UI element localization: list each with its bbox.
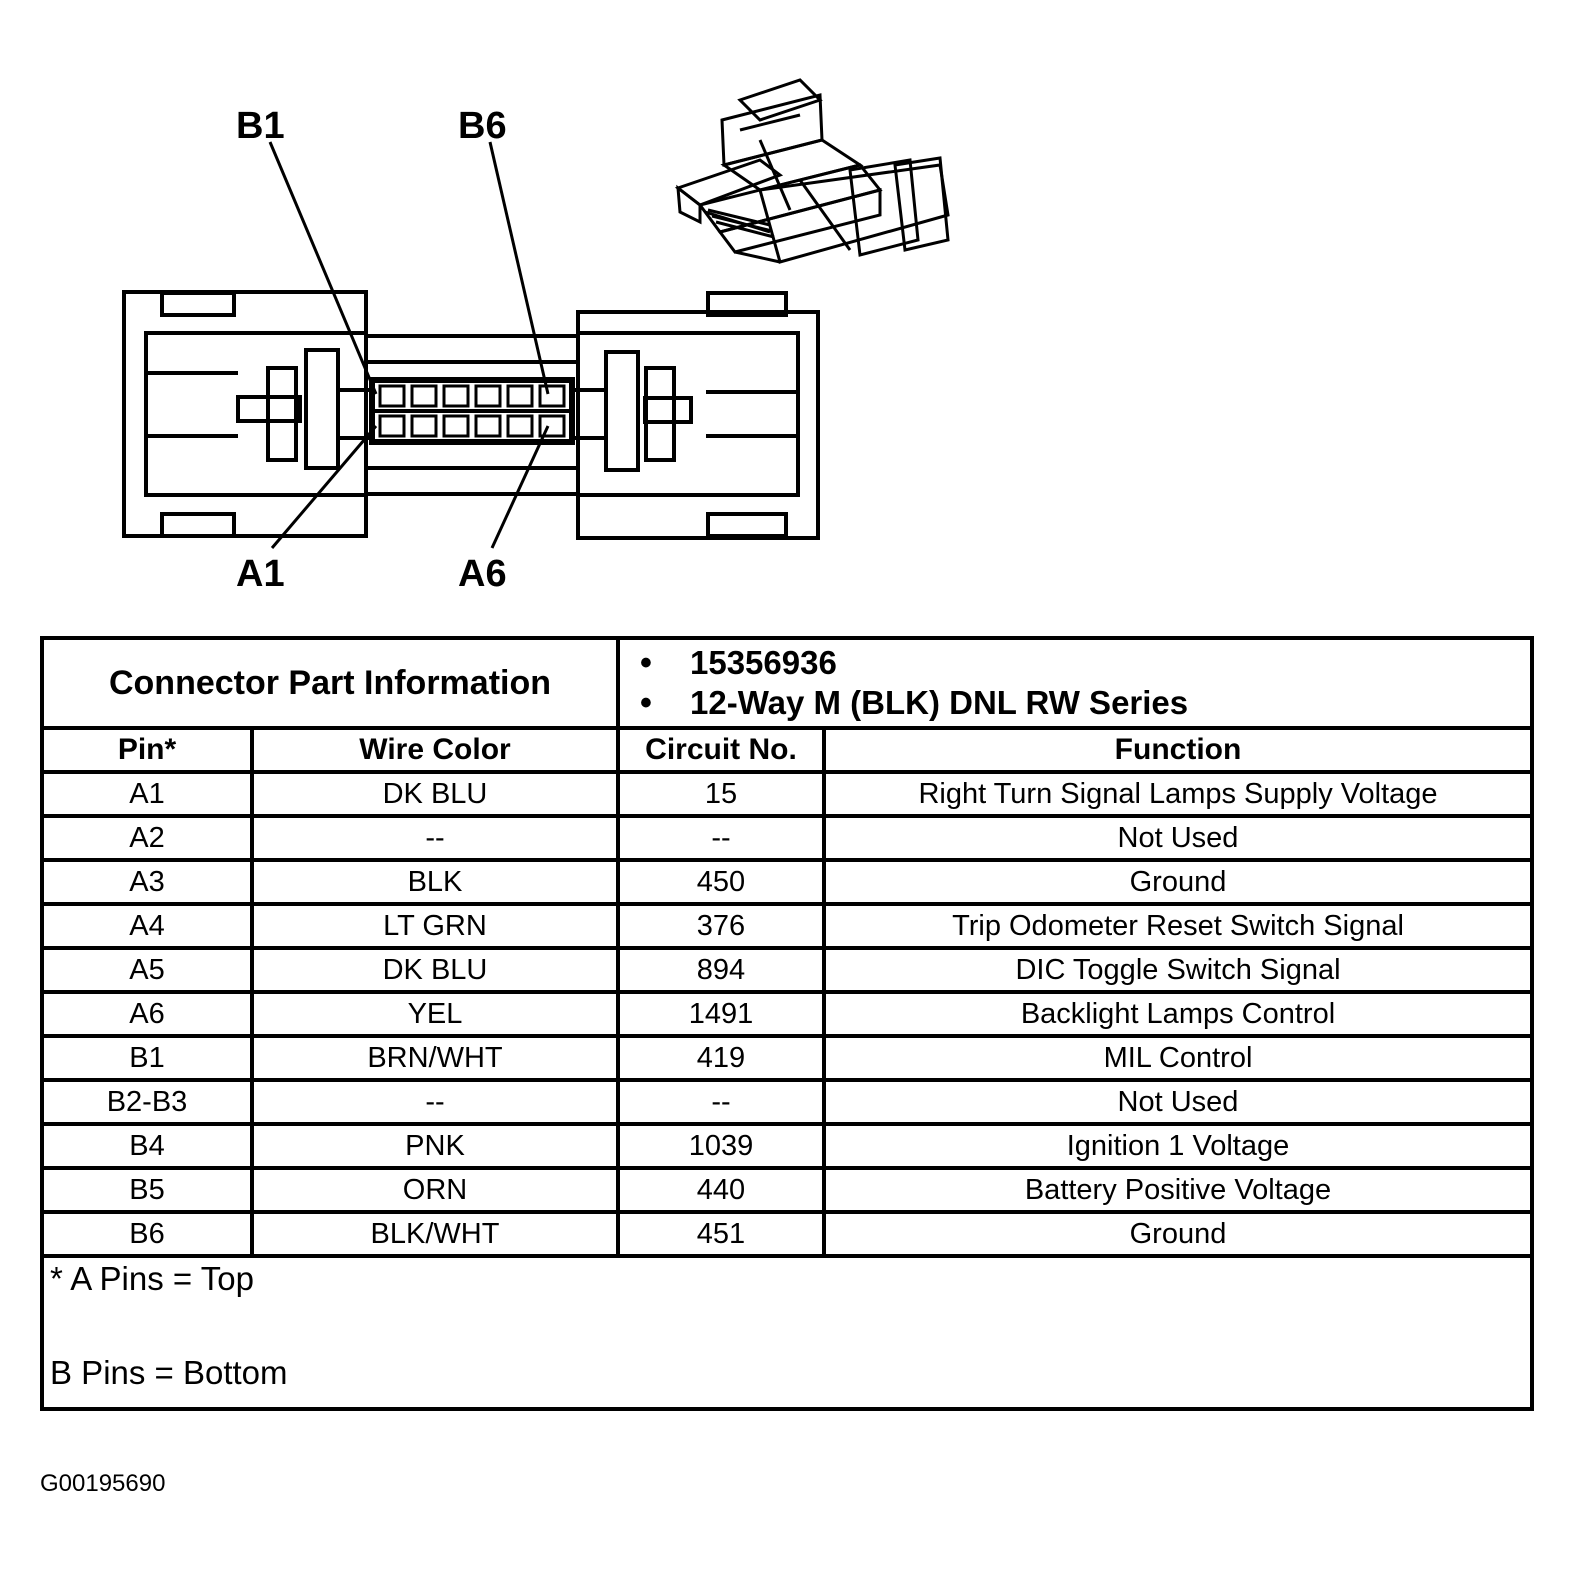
connector-left-housing [122, 290, 368, 538]
pin-cell: B6 [40, 1210, 254, 1258]
wire-color-cell: -- [250, 1078, 620, 1126]
leader-lines [268, 141, 550, 549]
connector-isometric-view [674, 78, 950, 264]
circuit-no-cell: 376 [616, 902, 826, 950]
function-cell: Backlight Lamps Control [822, 990, 1534, 1038]
table-row: B2-B3 -- -- Not Used [40, 1078, 1534, 1126]
connector-info-list: 15356936 12-Way M (BLK) DNL RW Series [622, 643, 1528, 723]
connector-info-label: Connector Part Information [40, 636, 620, 730]
pin-cell: A4 [40, 902, 254, 950]
table-row: B6 BLK/WHT 451 Ground [40, 1210, 1534, 1258]
header-circuit-no: Circuit No. [616, 726, 826, 774]
wire-color-cell: YEL [250, 990, 620, 1038]
pin-cell: B1 [40, 1034, 254, 1082]
wire-color-cell: BRN/WHT [250, 1034, 620, 1082]
function-cell: Not Used [822, 1078, 1534, 1126]
pin-label-a1: A1 [236, 553, 285, 595]
header-pin: Pin* [40, 726, 254, 774]
circuit-no-cell: 450 [616, 858, 826, 906]
wire-color-cell: -- [250, 814, 620, 862]
table-row: A3 BLK 450 Ground [40, 858, 1534, 906]
connector-right-housing [576, 310, 820, 540]
pin-cell: A1 [40, 770, 254, 818]
function-cell: DIC Toggle Switch Signal [822, 946, 1534, 994]
circuit-no-cell: -- [616, 814, 826, 862]
table-row: B1 BRN/WHT 419 MIL Control [40, 1034, 1534, 1082]
table-row: A2 -- -- Not Used [40, 814, 1534, 862]
pin-legend-note: * A Pins = Top B Pins = Bottom [40, 1254, 1534, 1411]
figure-id: G00195690 [40, 1470, 166, 1497]
function-cell: Not Used [822, 814, 1534, 862]
pin-cell: A3 [40, 858, 254, 906]
function-cell: Trip Odometer Reset Switch Signal [822, 902, 1534, 950]
wire-color-cell: BLK/WHT [250, 1210, 620, 1258]
table-row: B5 ORN 440 Battery Positive Voltage [40, 1166, 1534, 1214]
pin-cavities [378, 384, 566, 438]
pin-cell: B5 [40, 1166, 254, 1214]
function-cell: Right Turn Signal Lamps Supply Voltage [822, 770, 1534, 818]
circuit-no-cell: 1491 [616, 990, 826, 1038]
wire-color-cell: PNK [250, 1122, 620, 1170]
pin-label-b1: B1 [236, 105, 285, 147]
pin-cell: B4 [40, 1122, 254, 1170]
circuit-no-cell: 451 [616, 1210, 826, 1258]
connector-description: 12-Way M (BLK) DNL RW Series [640, 683, 1528, 723]
connector-center-block [364, 334, 580, 496]
function-cell: Ground [822, 858, 1534, 906]
function-cell: Battery Positive Voltage [822, 1166, 1534, 1214]
table-header-row: Pin* Wire Color Circuit No. Function [40, 726, 1534, 774]
wire-color-cell: DK BLU [250, 770, 620, 818]
wire-color-cell: ORN [250, 1166, 620, 1214]
note-a-pins: * A Pins = Top [50, 1260, 254, 1297]
pin-cell: B2-B3 [40, 1078, 254, 1126]
pin-cell: A6 [40, 990, 254, 1038]
circuit-no-cell: 894 [616, 946, 826, 994]
connector-info-values: 15356936 12-Way M (BLK) DNL RW Series [616, 636, 1534, 730]
function-cell: Ground [822, 1210, 1534, 1258]
pin-cell: A5 [40, 946, 254, 994]
note-b-pins: B Pins = Bottom [50, 1354, 288, 1391]
circuit-no-cell: 1039 [616, 1122, 826, 1170]
table-row: A5 DK BLU 894 DIC Toggle Switch Signal [40, 946, 1534, 994]
circuit-no-cell: 440 [616, 1166, 826, 1214]
wire-color-cell: DK BLU [250, 946, 620, 994]
circuit-no-cell: -- [616, 1078, 826, 1126]
pin-cell: A2 [40, 814, 254, 862]
connector-diagram: B1 B6 A1 A6 [122, 78, 950, 595]
part-number: 15356936 [640, 643, 1528, 683]
header-function: Function [822, 726, 1534, 774]
circuit-no-cell: 15 [616, 770, 826, 818]
table-row: A6 YEL 1491 Backlight Lamps Control [40, 990, 1534, 1038]
function-cell: Ignition 1 Voltage [822, 1122, 1534, 1170]
pin-label-a6: A6 [458, 553, 507, 595]
table-row: A4 LT GRN 376 Trip Odometer Reset Switch… [40, 902, 1534, 950]
pin-label-b6: B6 [458, 105, 507, 147]
table-row: A1 DK BLU 15 Right Turn Signal Lamps Sup… [40, 770, 1534, 818]
circuit-no-cell: 419 [616, 1034, 826, 1082]
connector-pin-table: Connector Part Information 15356936 12-W… [40, 636, 1534, 1411]
table-row: B4 PNK 1039 Ignition 1 Voltage [40, 1122, 1534, 1170]
function-cell: MIL Control [822, 1034, 1534, 1082]
header-wire-color: Wire Color [250, 726, 620, 774]
wire-color-cell: LT GRN [250, 902, 620, 950]
wire-color-cell: BLK [250, 858, 620, 906]
